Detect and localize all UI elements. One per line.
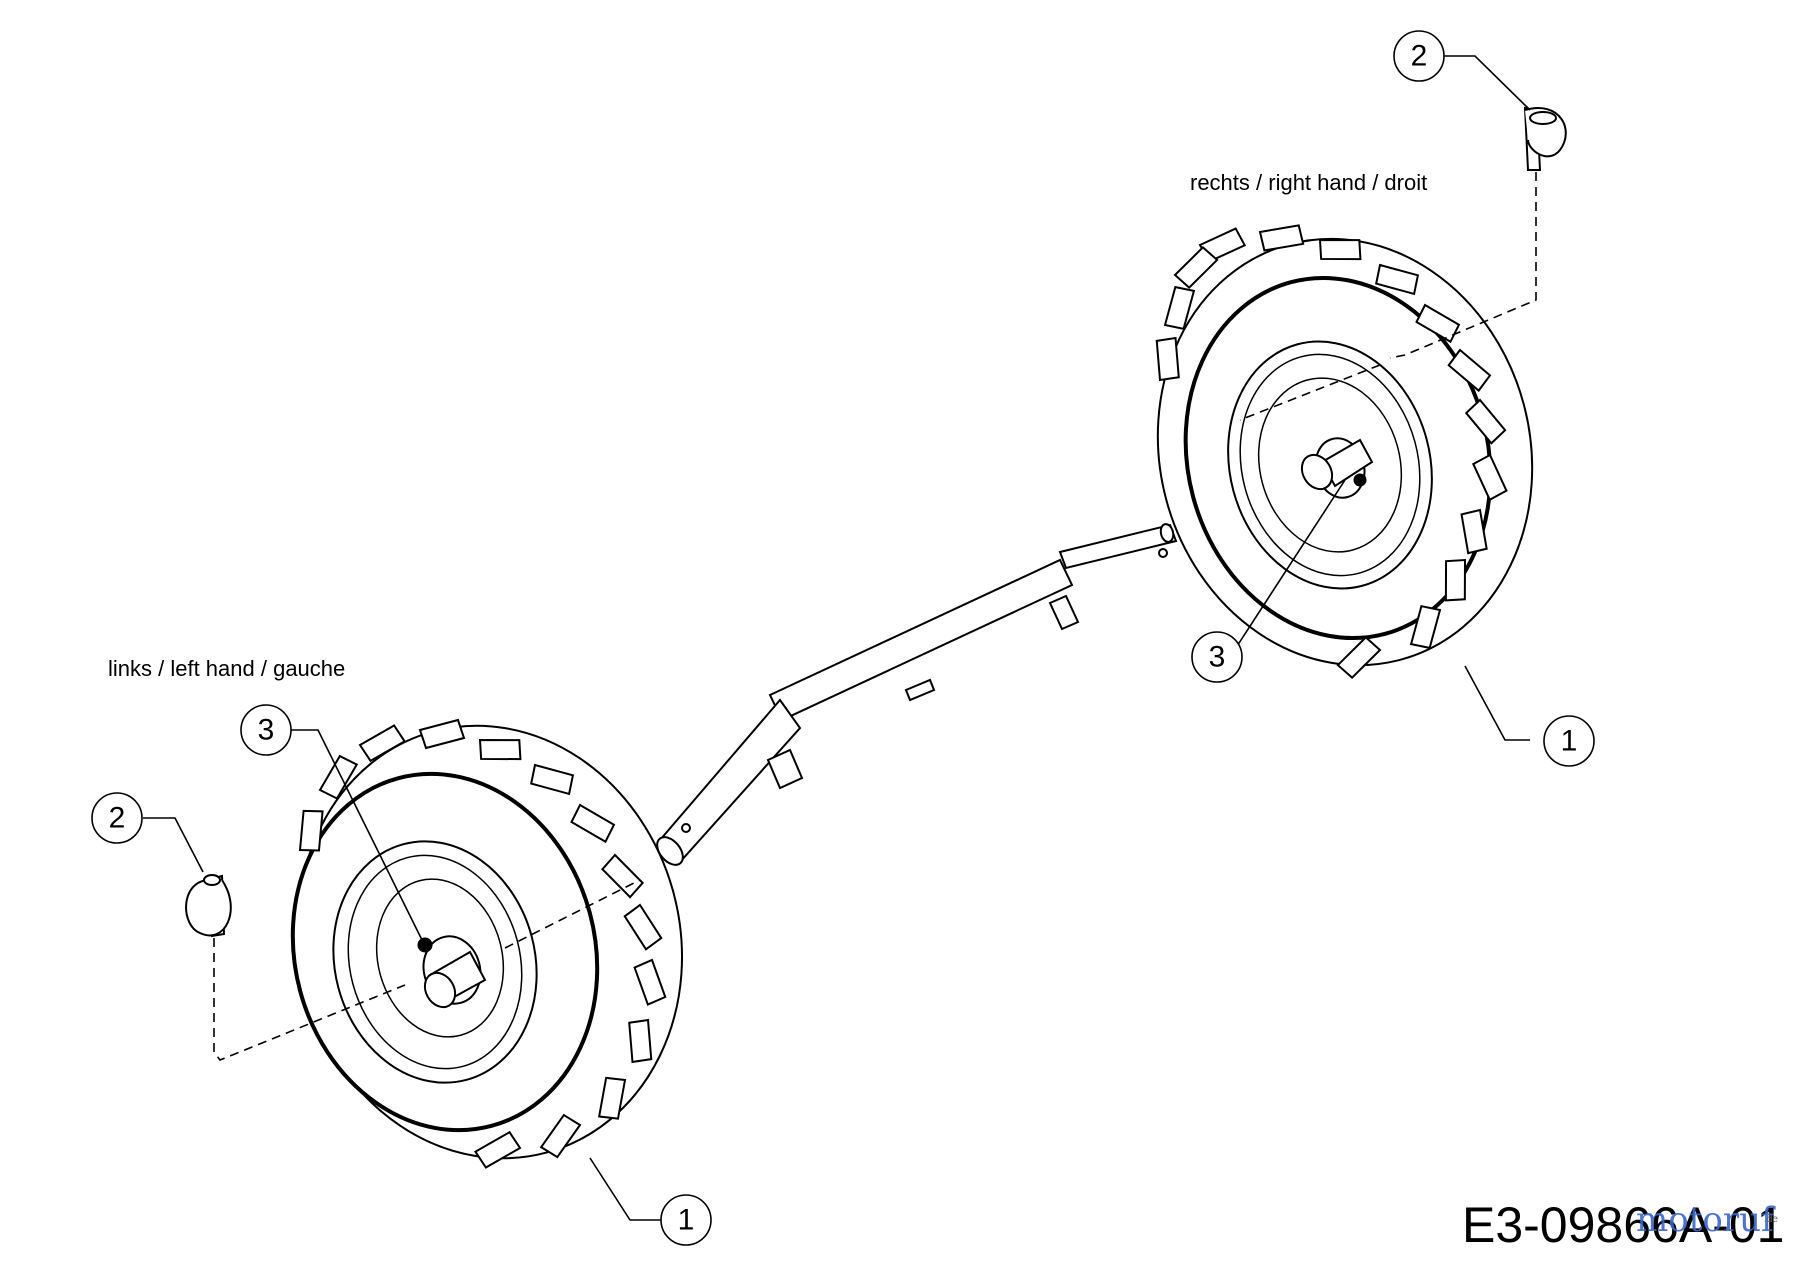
right-wheel [1149, 221, 1534, 682]
callout-left-wheel: 1 [660, 1194, 712, 1246]
left-hand-label: links / left hand / gauche [108, 656, 346, 681]
svg-text:1: 1 [1561, 725, 1578, 758]
left-wheel [289, 719, 684, 1171]
assembly-dash-lines [213, 172, 1537, 1061]
drawing-number: E3-09866A-01 [1462, 1197, 1785, 1253]
callout-right-wheel: 1 [1543, 715, 1595, 767]
svg-text:3: 3 [258, 714, 275, 747]
callout-right-hub-pin: 3 [1191, 631, 1243, 683]
callout-left-hub-pin: 3 [240, 704, 292, 756]
watermark-logo: motoruf [1636, 1200, 1774, 1240]
svg-text:2: 2 [109, 802, 126, 835]
svg-text:2: 2 [1411, 40, 1428, 73]
leader-lines [143, 55, 1531, 1221]
axle-shaft [656, 523, 1178, 866]
watermark-suffix: .de [1764, 1214, 1778, 1225]
callout-right-pin: 2 [1393, 30, 1445, 82]
svg-text:1: 1 [678, 1204, 695, 1237]
right-hand-label: rechts / right hand / droit [1190, 170, 1428, 195]
svg-text:3: 3 [1209, 641, 1226, 674]
callout-left-pin: 2 [91, 792, 143, 844]
left-linch-pin [185, 874, 232, 938]
right-linch-pin [1523, 106, 1567, 171]
